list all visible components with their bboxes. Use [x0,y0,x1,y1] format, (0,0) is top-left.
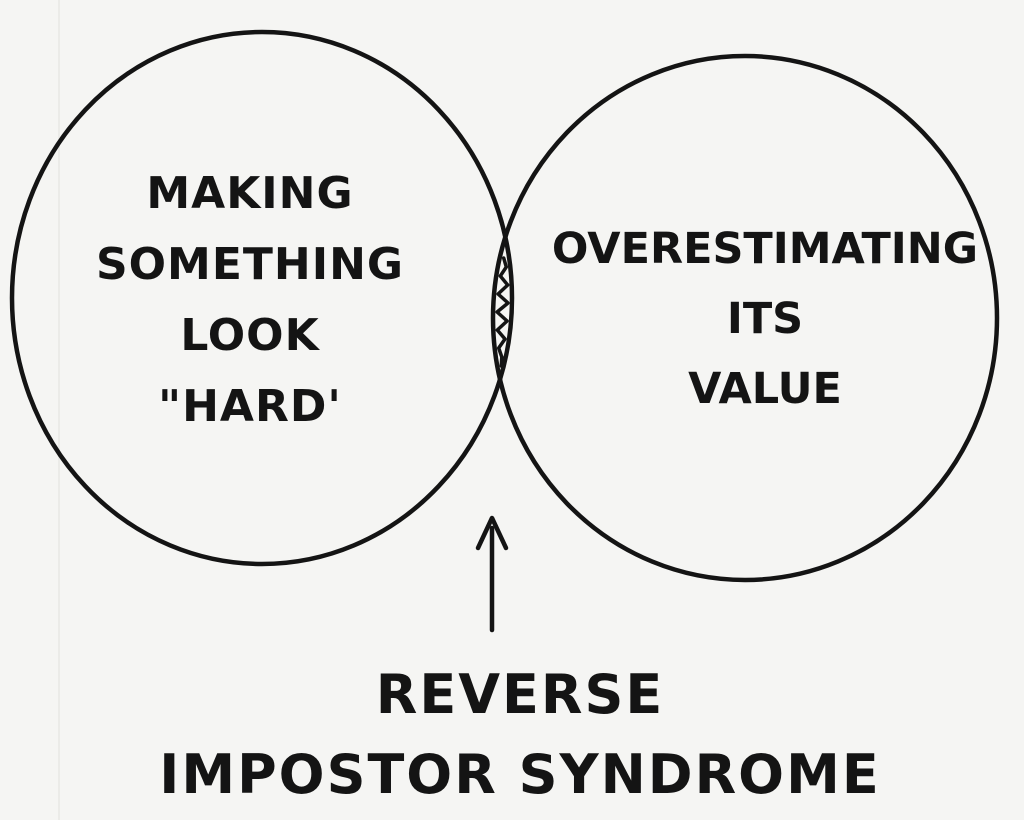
intersection-scribble [495,256,510,368]
right-circle-label-line-1: OVERESTIMATING [551,224,979,274]
left-circle-label-line-4: "HARD' [158,381,342,432]
left-circle-label-line-2: SOMETHING [95,239,405,290]
right-circle [490,53,1000,583]
caption-line-2: IMPOSTOR SYNDROME [159,743,881,806]
left-circle-label-line-3: LOOK [180,310,320,361]
right-circle-label-line-3: VALUE [688,364,842,414]
right-circle-label-line-2: ITS [726,294,804,344]
paper-edge [58,0,60,820]
left-circle-label-line-1: MAKING [146,168,354,219]
left-circle [9,29,515,567]
up-arrow-icon [475,515,509,633]
caption-line-1: REVERSE [375,663,665,726]
